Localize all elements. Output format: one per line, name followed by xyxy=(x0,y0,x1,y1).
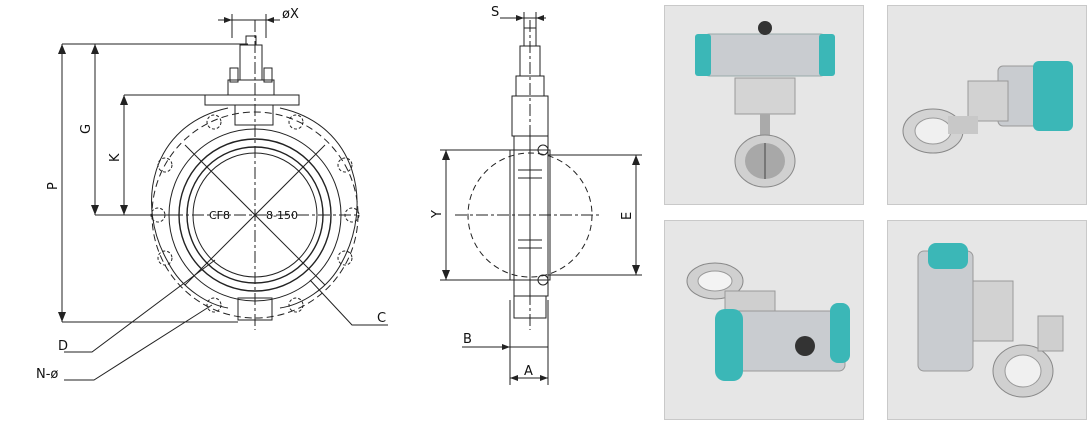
n-phi-label: N-ø xyxy=(36,367,58,382)
product-photo-side xyxy=(887,5,1087,205)
d-label: D xyxy=(58,339,68,354)
material-label: CF8 xyxy=(209,209,230,222)
k-label: K xyxy=(108,153,123,162)
product-photo-front xyxy=(664,5,864,205)
valve-actuator-rear-image xyxy=(917,243,1064,398)
a-label: A xyxy=(524,364,533,379)
g-label: G xyxy=(79,124,94,134)
e-label: E xyxy=(620,212,635,220)
valve-actuator-front-image xyxy=(695,21,835,188)
b-label: B xyxy=(463,332,472,347)
valve-technical-drawing: øX S G K P CF8 8-150 C D N-ø Y E B A xyxy=(36,5,642,385)
side-view-drawing xyxy=(440,12,642,385)
s-label: S xyxy=(491,5,499,20)
valve-actuator-side-image xyxy=(902,61,1073,154)
product-photo-angled xyxy=(664,220,864,420)
valve-actuator-angled-image xyxy=(686,262,850,381)
front-view-drawing xyxy=(61,14,388,381)
y-label: Y xyxy=(430,210,445,219)
p-label: P xyxy=(46,182,61,190)
pressure-label: 8-150 xyxy=(266,209,298,222)
phi-x-label: øX xyxy=(282,7,299,22)
c-label: C xyxy=(377,311,386,326)
product-photo-rear xyxy=(887,220,1087,420)
